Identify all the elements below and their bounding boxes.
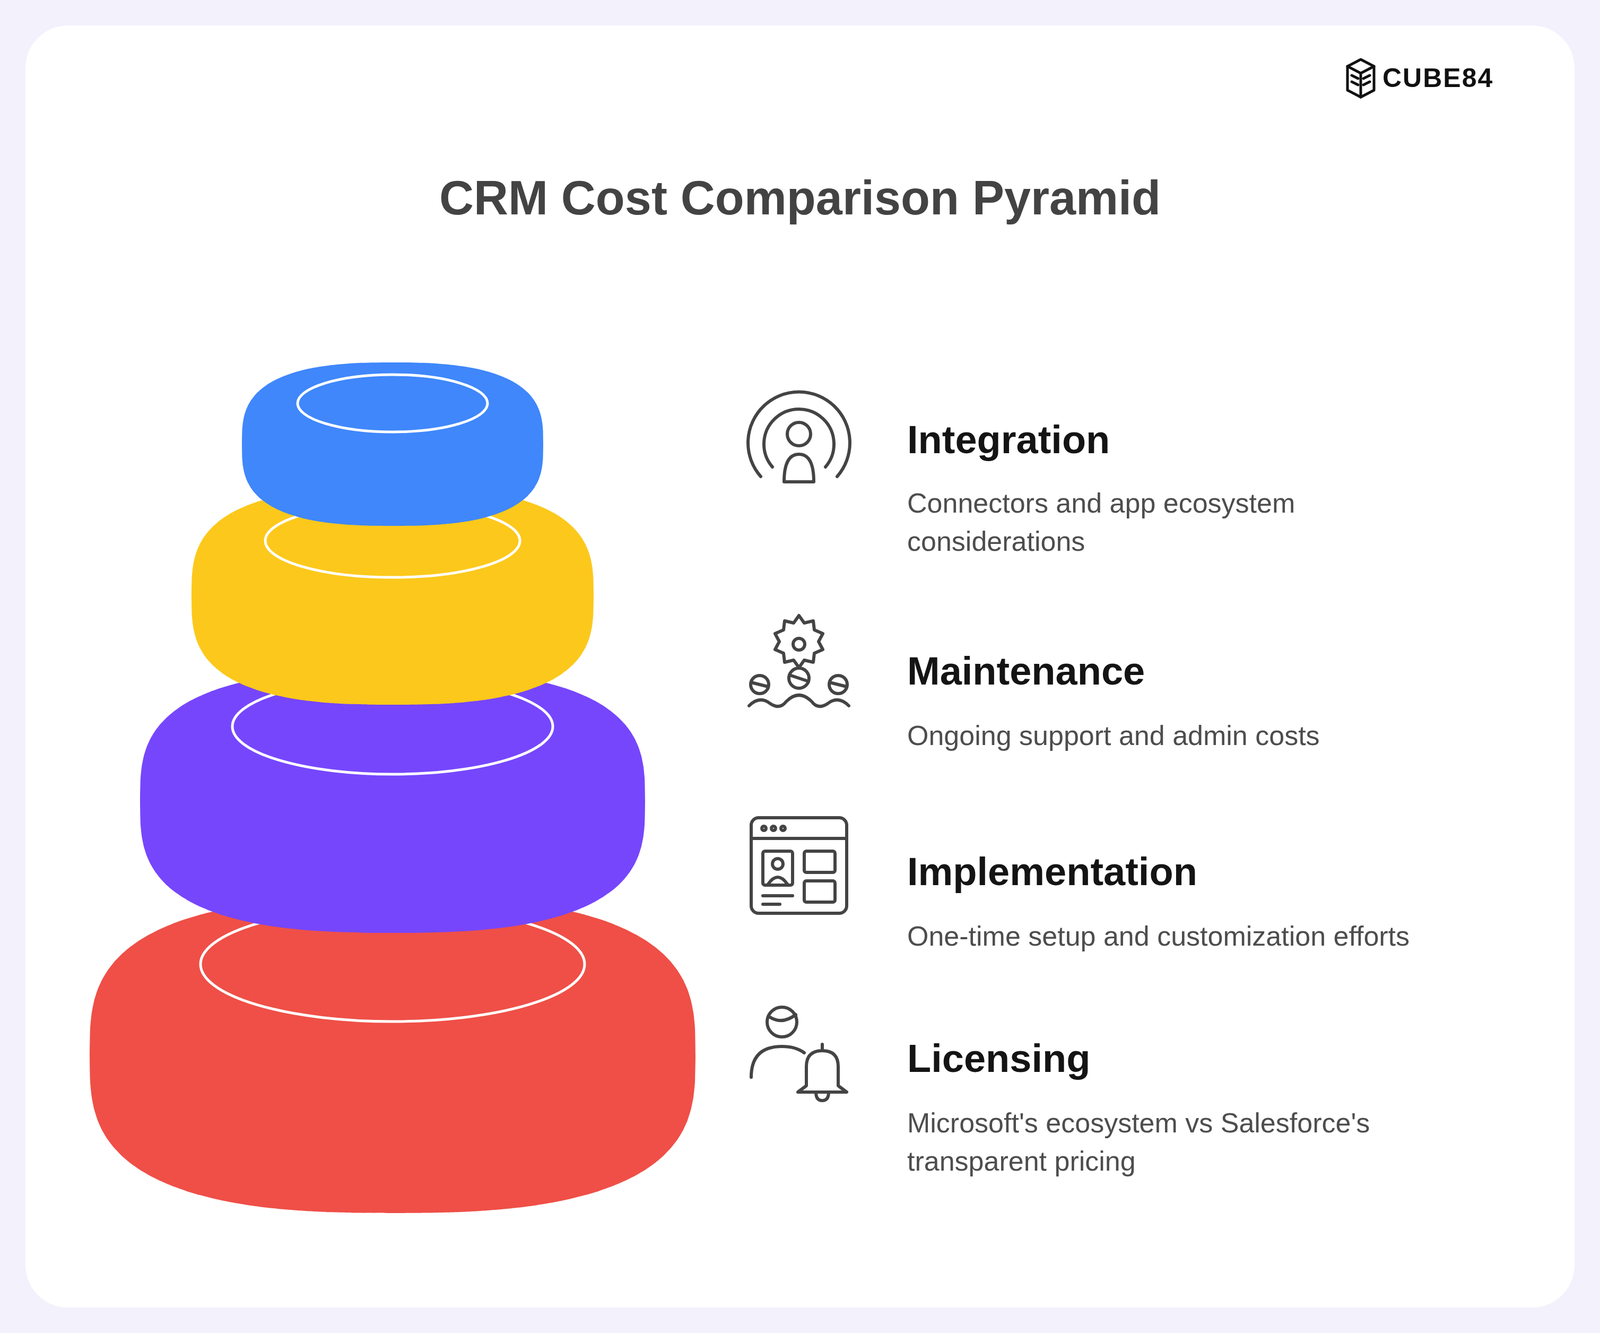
torus-body xyxy=(89,896,696,1213)
item-heading: Licensing xyxy=(907,1035,1091,1081)
integration-icon xyxy=(748,392,850,482)
integration-tier xyxy=(241,362,544,526)
item-heading: Implementation xyxy=(907,848,1198,894)
logo-text: CUBE84 xyxy=(1382,62,1494,94)
maintenance-icon xyxy=(749,615,849,707)
item-description: One-time setup and customization efforts xyxy=(907,916,1410,955)
pyramid-stack xyxy=(89,362,696,1213)
licensing-icon xyxy=(751,1006,847,1101)
item-heading: Maintenance xyxy=(907,648,1145,694)
torus-ring xyxy=(297,374,488,432)
item-description: Microsoft's ecosystem vs Salesforce's tr… xyxy=(907,1103,1470,1180)
licensing-tier xyxy=(89,896,696,1213)
logo-icon xyxy=(1347,59,1375,98)
implementation-tier xyxy=(140,669,646,933)
torus-body xyxy=(140,669,646,933)
implementation-icon xyxy=(751,817,847,913)
title: CRM Cost Comparison Pyramid xyxy=(0,170,1600,226)
item-description: Ongoing support and admin costs xyxy=(907,716,1320,755)
item-description: Connectors and app ecosystem considerati… xyxy=(907,483,1385,561)
item-heading: Integration xyxy=(907,416,1110,463)
torus-body xyxy=(241,362,544,526)
